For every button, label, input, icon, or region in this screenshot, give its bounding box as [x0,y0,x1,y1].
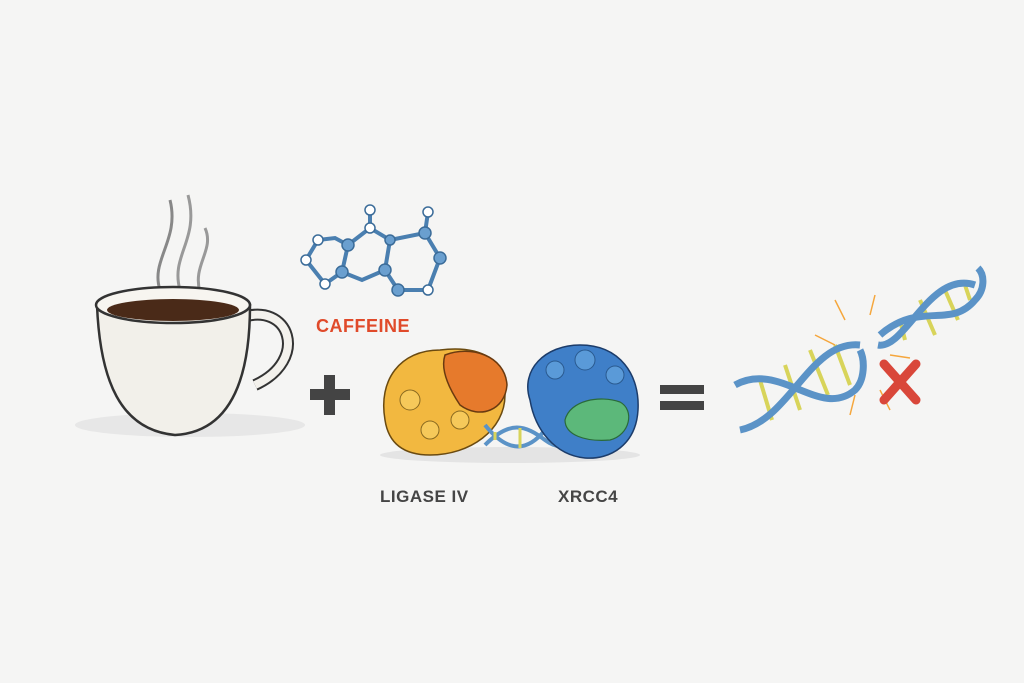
ligase-iv-label: LIGASE IV [380,487,469,506]
coffee-cup-icon [75,194,305,437]
ligase-protein-icon [380,348,640,463]
xrcc4-protein-icon [527,344,639,459]
caffeine-label: CAFFEINE [316,316,410,336]
xrcc4-label: XRCC4 [558,487,619,506]
broken-dna-icon [733,265,987,434]
x-mark-icon [879,359,921,405]
equals-operator [660,385,704,410]
caffeine-molecule-icon [300,204,447,297]
plus-operator [310,375,350,415]
